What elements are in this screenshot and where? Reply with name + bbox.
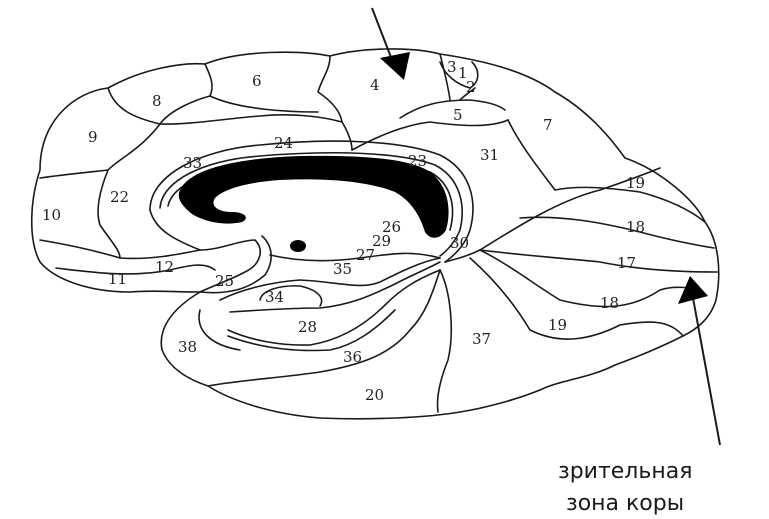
division-line (480, 250, 718, 272)
division-line (40, 124, 160, 178)
division-line (228, 270, 440, 345)
area-label: 30 (450, 234, 469, 252)
division-line (210, 96, 318, 112)
area-label: 28 (298, 318, 317, 336)
area-label: 35 (333, 260, 352, 278)
area-label: 3 (447, 58, 457, 76)
top-arrow (372, 8, 410, 80)
anterior-commissure (290, 240, 306, 252)
division-line (56, 265, 215, 274)
area-label: 10 (42, 206, 61, 224)
area-label: 19 (626, 174, 645, 192)
area-label: 20 (365, 386, 384, 404)
division-line (470, 258, 683, 339)
area-label: 8 (152, 92, 162, 110)
area-label: 2 (466, 78, 476, 96)
area-label: 37 (472, 330, 491, 348)
area-label: 33 (183, 154, 202, 172)
area-label: 22 (110, 188, 129, 206)
area-label: 18 (626, 218, 645, 236)
division-line (270, 253, 440, 260)
visual-cortex-arrow (678, 276, 720, 445)
division-line (199, 310, 240, 350)
caption-line-2: зона коры (566, 491, 684, 516)
division-line (437, 270, 451, 412)
area-label: 36 (343, 348, 362, 366)
division-line (220, 258, 440, 300)
area-label: 38 (178, 338, 197, 356)
division-line (205, 64, 212, 96)
division-line (318, 56, 342, 122)
caption-line-1: зрительная (558, 459, 692, 484)
area-label: 31 (480, 146, 499, 164)
division-line (98, 170, 120, 258)
area-label: 23 (408, 152, 427, 170)
area-label: 5 (453, 106, 463, 124)
cingulate-line (150, 210, 260, 292)
area-label: 6 (252, 72, 262, 90)
division-line (480, 250, 700, 307)
area-label: 17 (617, 254, 636, 272)
area-label: 29 (372, 232, 391, 250)
cingulate-line (200, 236, 271, 293)
area-label: 11 (108, 270, 127, 288)
division-line (520, 217, 714, 248)
area-label: 9 (88, 128, 98, 146)
area-label: 24 (274, 134, 293, 152)
division-line (342, 122, 352, 150)
division-line (160, 115, 342, 124)
area-label: 7 (543, 116, 553, 134)
area-label: 12 (155, 258, 174, 276)
area-label: 4 (370, 76, 380, 94)
area-label: 34 (265, 288, 284, 306)
area-label: 18 (600, 294, 619, 312)
area-label: 19 (548, 316, 567, 334)
area-label: 25 (215, 272, 234, 290)
